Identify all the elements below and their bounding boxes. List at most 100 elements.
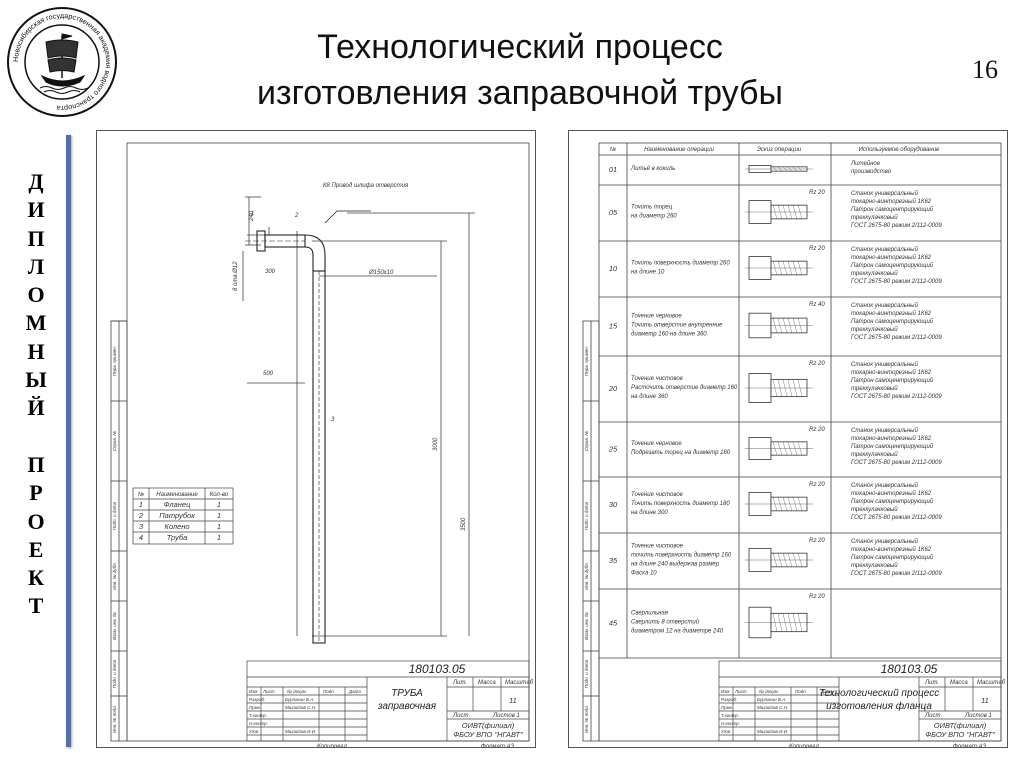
op-equipment: ГОСТ 2675-80 режим 2/112-0009 (851, 394, 942, 400)
op-equipment: Станок универсальный (851, 361, 919, 368)
tb-col-label: Изм (249, 689, 257, 694)
side-label: Справ. № (584, 431, 589, 452)
vertical-letter: Д (28, 169, 44, 194)
op-equipment: производство (851, 169, 892, 175)
op-sketch-hatch (772, 441, 778, 456)
tb-sheets: 11 (981, 696, 989, 705)
op-number: 15 (609, 322, 618, 331)
tb-role-label: Т.контр. (249, 713, 267, 718)
op-equipment: токарно-винторезный 1К62 (851, 310, 932, 317)
op-sketch-hatch (787, 318, 793, 333)
op-sketch-hatch (792, 261, 798, 275)
op-sketch-hatch (772, 318, 778, 333)
op-sketch-hatch (797, 497, 803, 511)
op-equipment: токарно-винторезный 1К62 (851, 369, 932, 376)
op-sketch-hatch (792, 205, 798, 219)
vertical-letter: Й (27, 395, 45, 421)
op-sketch-hatch (787, 379, 793, 397)
tb-role-label: Разраб. (249, 697, 265, 702)
tb-col-label: Дата (348, 689, 361, 694)
op-name: Расточить отверстие диаметр 160 (631, 385, 738, 391)
tb-col-label: Лист (734, 689, 747, 694)
tb-sheets: 11 (509, 696, 517, 705)
op-equipment: Литейное (850, 160, 881, 167)
tb-name-line1: Технологический процесс (819, 688, 939, 699)
tb-col-label: Изм (721, 689, 729, 694)
op-name: Подрезать торец на диаметр 180 (631, 450, 731, 456)
op-equipment: Патрон самоцентрирующий (851, 262, 934, 269)
accent-bar (66, 135, 71, 747)
tb-org-line1: ОИВТ(филиал) (462, 721, 515, 730)
side-label: Взам. инв. № (584, 612, 589, 640)
side-label: Инв. № дубл. (112, 562, 117, 590)
op-sketch-hatch (777, 497, 783, 511)
op-roughness: Rz 20 (809, 594, 825, 600)
op-equipment: токарно-винторезный 1К62 (851, 198, 932, 205)
side-label: Подп. и дата (584, 659, 589, 688)
tb-role-label: Пров. (721, 705, 733, 710)
op-sketch-hatch (772, 379, 778, 397)
op-sketch-hatch (777, 379, 783, 397)
op-sketch-hatch (777, 261, 783, 275)
vertical-letter: О (27, 508, 45, 534)
op-sketch-hatch (787, 553, 793, 567)
side-label: Инв. № дубл. (584, 562, 589, 590)
op-name: точить поверхность диаметр 160 (631, 553, 732, 559)
tb-lit-label: Лит. (452, 680, 467, 686)
side-label: Подп. и дата (112, 659, 117, 688)
op-equipment: ГОСТ 2675-80 режим 2/112-0009 (851, 279, 942, 285)
tb-name-line2: заправочная (377, 701, 437, 712)
side-label: Справ. № (112, 431, 117, 452)
op-equipment: трехкулачковый (851, 562, 898, 569)
op-number: 05 (609, 208, 618, 217)
tb-org-line1: ОИВТ(филиал) (934, 721, 987, 730)
dim-holes: 8 отв.Ø12 (233, 261, 239, 291)
vertical-letter: П (27, 451, 45, 477)
spec-cell: 1 (217, 522, 221, 531)
op-equipment: Патрон самоцентрирующий (851, 318, 934, 325)
tb-format: Формат А3 (953, 744, 986, 747)
academy-logo: Новосибирская государственная академия в… (7, 7, 117, 117)
op-sketch-hatch (792, 553, 798, 567)
tb-col-label: Лист (262, 689, 275, 694)
op-name: Сверлильная (631, 611, 669, 617)
op-sketch-hatch (787, 166, 793, 172)
op-sketch-hatch (777, 441, 783, 456)
waves-icon (39, 86, 89, 94)
op-sketch-hatch (797, 613, 803, 632)
op-number: 25 (608, 445, 618, 454)
spec-cell: 4 (139, 533, 143, 542)
side-label: Инв. № подл. (584, 705, 589, 733)
vertical-letter: И (27, 197, 45, 223)
tb-role-label: Разраб. (721, 697, 737, 702)
op-name: на длине 300 (631, 510, 668, 516)
op-name: Точение чистовое (631, 492, 684, 498)
op-sketch-hatch (772, 166, 778, 172)
op-sketch-hatch (772, 497, 778, 511)
ops-header: Эскиз операции (757, 147, 802, 153)
op-roughness: Rz 20 (809, 246, 825, 252)
op-equipment: токарно-винторезный 1К62 (851, 435, 932, 442)
callout-3: 3 (331, 417, 335, 423)
tb-role-label: Утв. (721, 729, 731, 734)
tb-signer-name: Бурлакин В.А. (285, 697, 314, 702)
op-sketch-hatch (772, 205, 778, 219)
tb-lit-label: Масштаб (505, 680, 534, 686)
tb-signer-name: Михайлов И.И. (285, 728, 316, 734)
spec-cell: Колено (164, 522, 189, 531)
op-equipment: токарно-винторезный 1К62 (851, 546, 932, 553)
op-name: на длине 240 выдержав размер (631, 562, 720, 568)
spec-cell: Фланец (164, 500, 191, 509)
tb-col-label: Подп. (795, 689, 807, 694)
op-sketch-hatch (772, 553, 778, 567)
spec-cell: 1 (217, 511, 221, 520)
op-name: Фаска 10 (631, 571, 657, 577)
op-name: диаметр 160 на длине 360 (631, 332, 707, 338)
vertical-letter: П (27, 225, 45, 251)
page-number: 16 (972, 55, 998, 84)
tb-col-label: Дата (820, 689, 833, 694)
spec-cell: 1 (217, 533, 221, 542)
op-roughness: Rz 20 (809, 190, 825, 196)
op-sketch-hatch (797, 553, 803, 567)
